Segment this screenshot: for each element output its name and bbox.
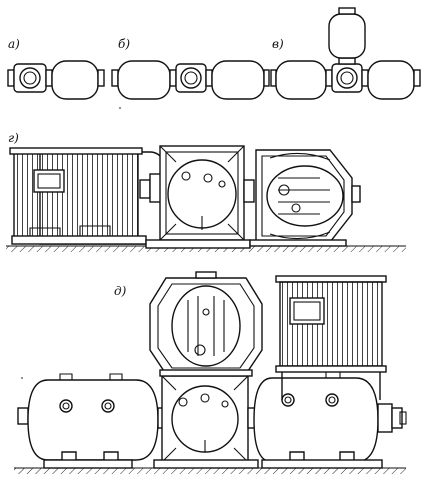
label-b: б) [118,37,130,51]
label-v: в) [272,37,284,51]
scheme-a [7,60,105,100]
label-a: а) [8,37,20,51]
scheme-v [270,7,421,100]
scheme-b [111,60,270,100]
label-g: г) [8,131,19,145]
scheme-d [14,271,407,474]
scheme-g [6,145,406,252]
label-d: д) [114,284,127,298]
